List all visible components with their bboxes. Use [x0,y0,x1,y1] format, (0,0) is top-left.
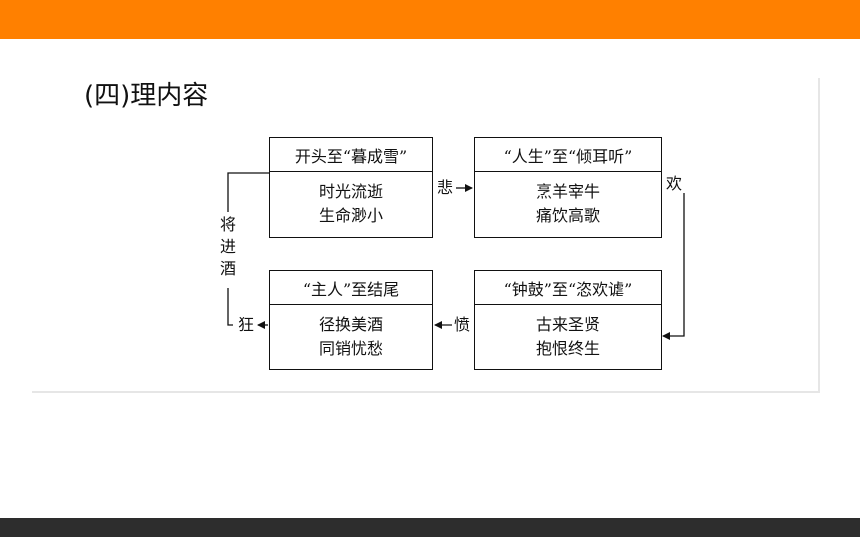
arrow-joy [662,193,685,340]
box-host-line2: 同销忧愁 [318,339,383,358]
box-host-title: “主人”至结尾 [270,271,432,305]
bracket-title [227,172,269,212]
slide-frame-bottom [32,391,820,393]
label-joy: 欢 [666,174,683,193]
box-opening-line1: 时光流逝 [318,182,383,201]
box-life-line1: 烹羊宰牛 [535,182,600,201]
box-opening: 开头至“暮成雪” 时光流逝 生命渺小 [269,137,433,238]
top-accent-bar [0,0,860,39]
box-host-line1: 径换美酒 [318,315,383,334]
slide-frame-right [818,78,820,392]
box-opening-line2: 生命渺小 [318,206,383,225]
box-host: “主人”至结尾 径换美酒 同销忧愁 [269,270,433,370]
label-indignant: 愤 [454,315,471,334]
label-mad: 狂 [238,315,255,334]
box-life-title: “人生”至“倾耳听” [475,138,661,172]
box-bells-title: “钟鼓”至“恣欢谑” [475,271,661,305]
slide-heading: (四)理内容 [84,81,209,111]
box-bells-line2: 抱恨终生 [535,339,600,358]
box-bells-line1: 古来圣贤 [535,315,600,334]
bottom-bar [0,518,860,537]
label-sad: 悲 [437,178,454,197]
box-bells: “钟鼓”至“恣欢谑” 古来圣贤 抱恨终生 [474,270,662,370]
label-poem-title: 将进酒 [219,215,236,278]
box-life: “人生”至“倾耳听” 烹羊宰牛 痛饮高歌 [474,137,662,238]
bracket-mad [227,288,233,326]
box-life-line2: 痛饮高歌 [535,206,600,225]
box-opening-title: 开头至“暮成雪” [270,138,432,172]
